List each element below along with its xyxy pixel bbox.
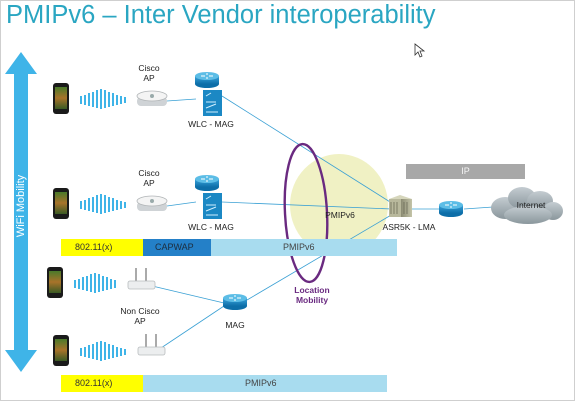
non-cisco-ap-icon-top <box>127 268 156 290</box>
cisco-ap-mid-label: Cisco AP <box>134 168 164 188</box>
wifi-mobility-text: WiFi Mobility <box>15 174 27 238</box>
slide-title: PMIPv6 – Inter Vendor interoperability <box>6 1 436 29</box>
bar1-pmipv6: PMIPv6 <box>211 239 397 256</box>
wifi-mobility-arrow <box>5 52 37 372</box>
wlc-mag-mid-label: WLC - MAG <box>188 222 234 232</box>
wifi-signal-bars-4 <box>80 341 126 361</box>
cisco-ap-icon-top <box>136 90 168 106</box>
link-ap-noncisco-bottom-to-mag <box>154 305 225 353</box>
bar2-pmipv6: PMIPv6 <box>143 375 387 392</box>
mag-label: MAG <box>225 320 245 330</box>
mag-router-icon <box>223 294 247 310</box>
lma-label: ASR5K - LMA <box>382 222 436 232</box>
pmipv6-tunnel-label: PMIPv6 <box>325 210 355 220</box>
cisco-ap-mid-name: Cisco <box>138 168 160 178</box>
bar1-capwap: CAPWAP <box>143 239 211 256</box>
non-cisco-ap-label: Non Cisco AP <box>115 306 165 326</box>
phone-icon-1 <box>53 83 69 114</box>
location-mobility-line2: Mobility <box>295 295 329 305</box>
location-mobility-label: Location Mobility <box>277 285 347 305</box>
non-cisco-ap-icon-bottom <box>137 334 166 356</box>
location-mobility-line1: Location <box>294 285 330 295</box>
internet-cloud-icon <box>491 187 563 224</box>
location-mobility-ring <box>283 142 329 284</box>
wlc-router-icon-mid <box>195 175 222 219</box>
mobility-zone-blob <box>290 154 388 256</box>
ip-layer-box: IP <box>406 164 525 179</box>
phone-icon-3 <box>47 267 63 298</box>
mouse-cursor-icon <box>414 43 426 58</box>
bar2-wifi: 802.11(x) <box>61 375 143 392</box>
cisco-ap-icon-mid <box>136 195 168 211</box>
link-router-to-internet <box>463 206 494 210</box>
wlc-mag-top-label: WLC - MAG <box>188 119 234 129</box>
wifi-signal-bars-2 <box>80 194 126 214</box>
cisco-ap-mid-role: AP <box>143 178 155 188</box>
non-cisco-ap-role: AP <box>134 316 146 326</box>
wifi-mobility-label: WiFi Mobility <box>13 163 29 249</box>
bar1-wifi: 802.11(x) <box>61 239 143 256</box>
wlc-router-icon-top <box>195 72 222 116</box>
wifi-signal-bars-3 <box>74 273 116 293</box>
link-wlc-top-to-lma <box>221 95 399 208</box>
edge-router-icon <box>439 201 463 217</box>
cisco-ap-top-role: AP <box>143 73 155 83</box>
cisco-ap-top-label: Cisco AP <box>134 63 164 83</box>
link-ap-noncisco-top-to-mag <box>147 284 225 304</box>
link-ap-top-to-wlc <box>166 98 197 102</box>
phone-icon-2 <box>53 188 69 219</box>
asr5k-chassis-icon <box>389 195 412 217</box>
non-cisco-ap-name: Non Cisco <box>120 306 160 316</box>
internet-label: Internet <box>516 200 546 210</box>
cisco-ap-top-name: Cisco <box>138 63 160 73</box>
phone-icon-4 <box>53 335 69 366</box>
link-ap-mid-to-wlc <box>166 201 197 207</box>
wifi-signal-bars-1 <box>80 89 126 109</box>
link-wlc-mid-to-lma <box>221 201 393 210</box>
